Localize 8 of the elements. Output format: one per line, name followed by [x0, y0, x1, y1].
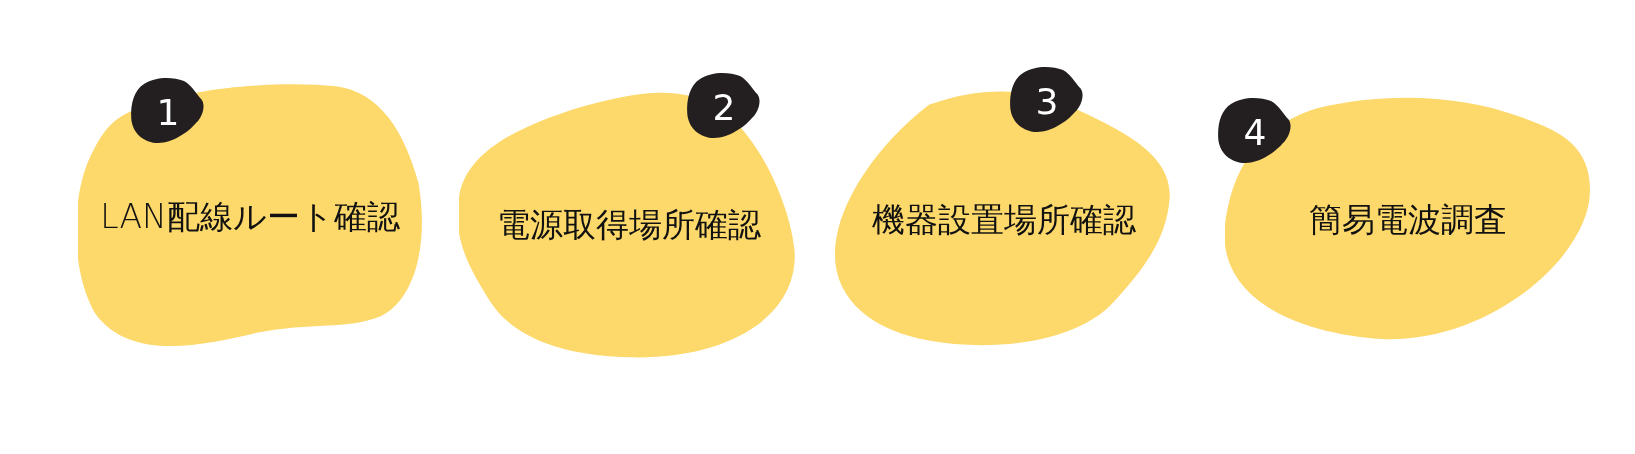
step-label: 電源取得場所確認 [496, 203, 761, 245]
step-label: 簡易電波調査 [1308, 198, 1507, 241]
step-number: 4 [1243, 111, 1267, 153]
step-label: LAN配線ルート確認 [100, 195, 400, 237]
step-number: 3 [1035, 80, 1059, 122]
step-number: 1 [156, 91, 180, 133]
step-label: 機器設置場所確認 [871, 198, 1136, 241]
step-number: 2 [712, 86, 736, 128]
